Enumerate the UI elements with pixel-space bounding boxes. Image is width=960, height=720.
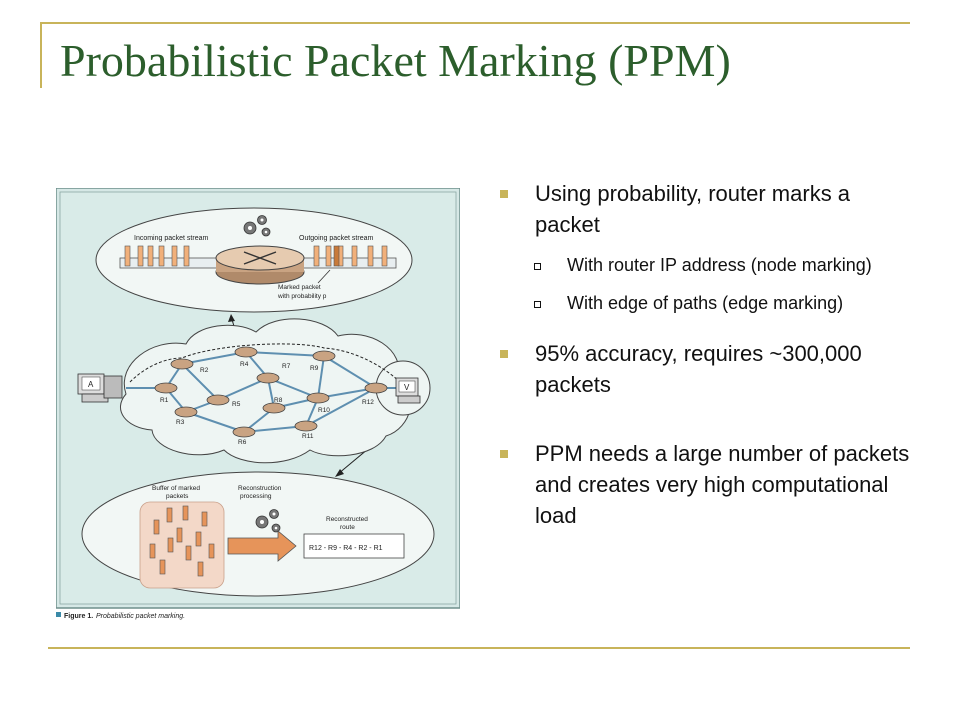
bullet-item: PPM needs a large number of packets and … [497, 438, 917, 531]
incoming-label: Incoming packet stream [134, 235, 208, 242]
router-label: R8 [274, 397, 283, 404]
route-label-2: route [340, 524, 355, 531]
computer-icon [395, 377, 421, 404]
frame-top-line [40, 22, 910, 24]
router-label: R9 [310, 365, 319, 372]
buffer-label-1: Buffer of marked [152, 485, 200, 492]
outgoing-label: Outgoing packet stream [299, 235, 373, 242]
figure-caption-text: Probabilistic packet marking. [96, 613, 185, 620]
bullet-square-icon [500, 450, 508, 458]
bullet-item: Using probability, router marks a packet [497, 178, 917, 240]
sub-bullet-text: With edge of paths (edge marking) [567, 293, 844, 313]
computer-icon [77, 373, 123, 403]
host-v-label: V [404, 383, 410, 392]
sub-bullet-item: With edge of paths (edge marking) [497, 290, 917, 316]
bullet-square-icon [500, 190, 508, 198]
route-label-1: Reconstructed [326, 516, 368, 523]
router-label: R11 [302, 433, 314, 440]
router-label: R12 [362, 399, 374, 406]
bullet-text: PPM needs a large number of packets and … [535, 441, 910, 528]
router-label: R7 [282, 363, 291, 370]
recon-label-1: Reconstruction [238, 485, 282, 492]
frame-bottom-line [48, 647, 910, 649]
router-label: R10 [318, 407, 330, 414]
marked-label-1: Marked packet [278, 284, 321, 291]
frame-left-line [40, 22, 42, 88]
process-arrow [227, 530, 297, 562]
bullet-item: 95% accuracy, requires ~300,000 packets [497, 338, 917, 400]
router-label: R4 [240, 361, 249, 368]
router-label: R2 [200, 367, 209, 374]
bullet-list: Using probability, router marks a packet… [497, 178, 917, 531]
reconstructed-route: R12 - R9 - R4 - R2 - R1 [309, 545, 383, 552]
router-label: R1 [160, 397, 169, 404]
slide-title: Probabilistic Packet Marking (PPM) [60, 35, 731, 86]
buffer-label-2: packets [166, 493, 189, 500]
bullet-text: Using probability, router marks a packet [535, 181, 851, 237]
router-label: R5 [232, 401, 241, 408]
bullet-text: 95% accuracy, requires ~300,000 packets [535, 341, 862, 397]
recon-label-2: processing [240, 493, 272, 500]
sub-bullet-square-icon [534, 301, 541, 308]
sub-bullet-text: With router IP address (node marking) [567, 255, 872, 275]
marked-label-2: with probability p [277, 293, 327, 300]
figure-caption-label: Figure 1. [64, 613, 93, 620]
sub-bullet-item: With router IP address (node marking) [497, 252, 917, 278]
ppm-figure: Incoming packet stream Outgoing packet s… [56, 188, 460, 620]
router-label: R6 [238, 439, 247, 446]
sub-bullet-square-icon [534, 263, 541, 270]
bullet-square-icon [500, 350, 508, 358]
router-label: R3 [176, 419, 185, 426]
host-a-label: A [88, 380, 94, 389]
